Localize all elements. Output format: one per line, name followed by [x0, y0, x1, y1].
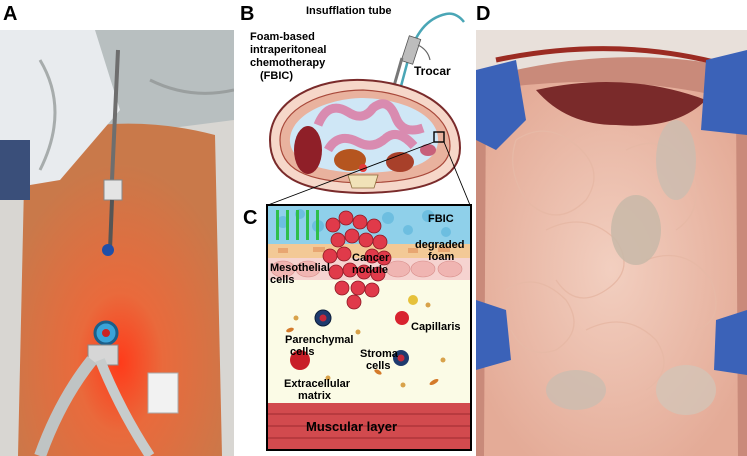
- label-ecm-line2: matrix: [298, 390, 332, 402]
- panel-b-letter: B: [240, 3, 255, 25]
- label-ecm-line1: Extracellular: [284, 378, 351, 390]
- stroma-cell: [290, 350, 310, 370]
- label-cancer-line1: Cancer: [352, 252, 390, 264]
- label-stroma-line1: Stroma: [360, 348, 399, 360]
- label-fbic: FBIC: [428, 213, 454, 225]
- label-fbic-line4: (FBIC): [260, 70, 293, 82]
- label-trocar: Trocar: [414, 64, 451, 78]
- label-degraded-line1: degraded: [415, 239, 465, 251]
- panel-d-photo: [476, 30, 747, 456]
- panel-a-letter: A: [3, 3, 18, 25]
- label-degraded-line2: foam: [428, 251, 455, 263]
- panel-d-letter: D: [476, 3, 491, 25]
- label-parenchymal-line2: cells: [290, 346, 314, 358]
- cancer-nodule: [322, 210, 392, 310]
- panel-d-illustration: [476, 30, 747, 456]
- label-fbic-line3: chemotherapy: [250, 57, 326, 69]
- label-stroma-line2: cells: [366, 360, 390, 372]
- tissue-cross-section: [266, 204, 472, 451]
- zoom-box: [433, 131, 445, 143]
- schematic-svg: Insufflation tube Foam-based intraperito…: [250, 5, 472, 451]
- label-meso-line1: Mesothelial: [270, 262, 330, 274]
- capillaris-cell: [395, 311, 409, 325]
- label-parenchymal-line1: Parenchymal: [285, 334, 353, 346]
- label-fbic-line2: intraperitoneal: [250, 44, 326, 56]
- label-meso-line2: cells: [270, 274, 294, 286]
- label-cancer-line2: nodule: [352, 264, 388, 276]
- panel-c-letter: C: [243, 207, 258, 229]
- label-muscular: Muscular layer: [306, 419, 397, 434]
- label-capillaris: Capillaris: [411, 321, 461, 333]
- label-fbic-line1: Foam-based: [250, 31, 315, 43]
- abdomen-cross-section: [268, 78, 462, 195]
- label-insufflation-tube: Insufflation tube: [306, 5, 392, 17]
- panel-bc-schematic: Insufflation tube Foam-based intraperito…: [238, 0, 472, 456]
- panel-a-photo: [0, 30, 234, 456]
- panel-a-illustration: [0, 30, 234, 456]
